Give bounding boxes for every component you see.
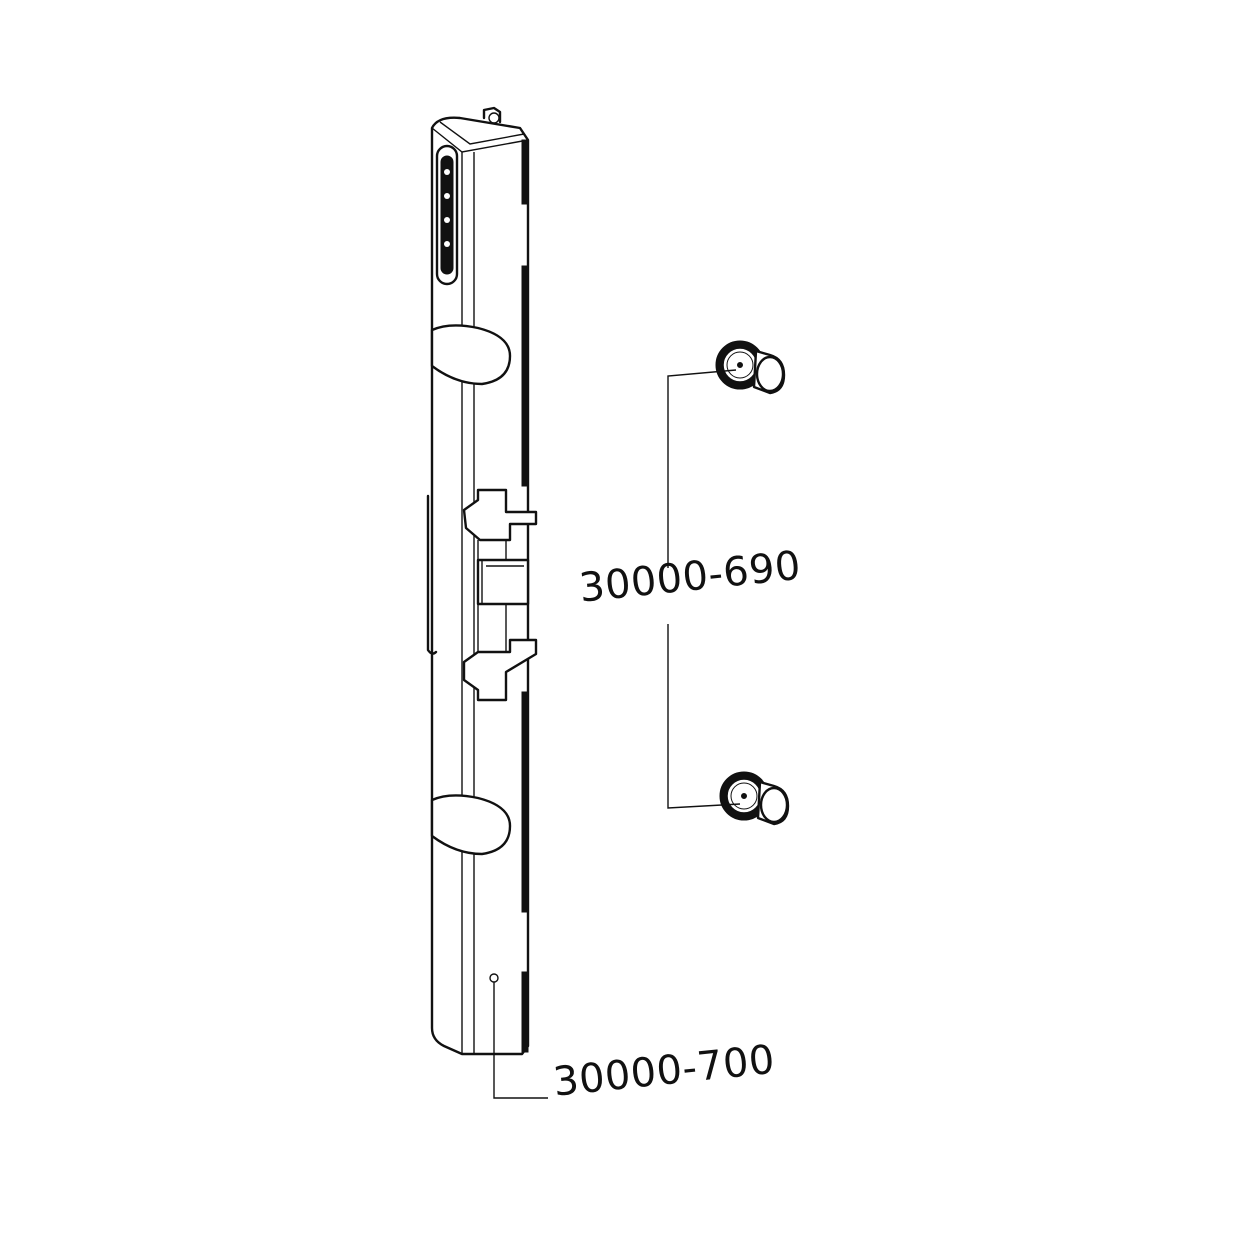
end-cap-bottom [719,771,790,826]
rail-part [426,106,538,1056]
cap-leader-line [667,369,741,809]
rail-lower-hook [430,794,512,856]
end-cap-top [715,340,786,395]
rail-logo-plate [435,144,459,286]
rail-screw-hole [489,973,499,983]
rail-leader-line [493,982,548,1099]
rail-center-bracket [426,488,538,702]
rail-upper-hook [430,324,512,386]
rail-side-strip [521,139,529,1053]
